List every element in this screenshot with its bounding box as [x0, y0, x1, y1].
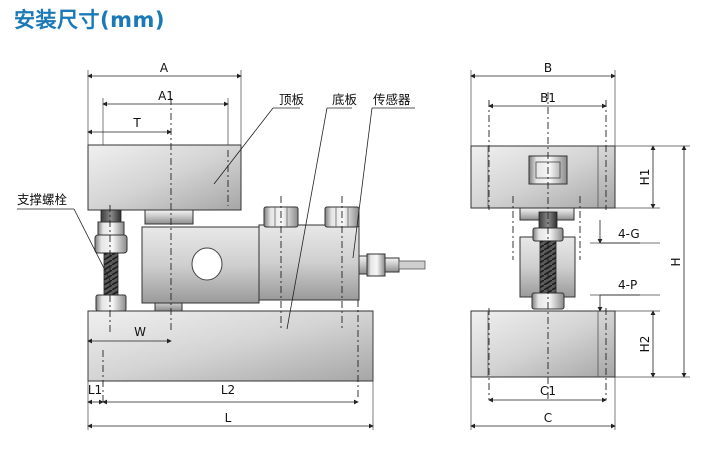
dim-label-l2: L2 [221, 383, 235, 397]
callout-base-plate: 底板 [332, 92, 358, 107]
side-base-plate [470, 310, 616, 378]
dim-label-c1: C1 [540, 384, 556, 398]
dim-label-4p: 4-P [618, 278, 637, 292]
callout-support-bolt: 支撑螺栓 [17, 192, 68, 207]
base-plate [87, 310, 374, 382]
dim-label-a1: A1 [158, 89, 174, 103]
sensor-mount-block [258, 224, 360, 301]
page-title: 安装尺寸(mm) [14, 8, 165, 32]
top-spacer [144, 209, 194, 225]
dim-label-w: W [134, 325, 146, 339]
dim-label-h: H [669, 257, 683, 266]
front-view: A A1 T W L1 L2 L 顶板 底板 [17, 61, 426, 430]
dim-label-c: C [544, 411, 552, 425]
dim-label-l: L [225, 411, 232, 425]
support-bolt [94, 209, 128, 312]
dim-label-b1: B1 [540, 91, 556, 105]
dim-label-4g: 4-G [618, 227, 640, 241]
dim-label-h2: H2 [638, 336, 652, 353]
callout-sensor: 传感器 [373, 92, 411, 107]
callout-top-plate: 顶板 [279, 92, 305, 107]
top-plate [87, 144, 242, 211]
sensor-body [141, 226, 260, 304]
dim-label-h1: H1 [638, 169, 652, 186]
dim-label-l1: L1 [88, 383, 102, 397]
dim-label-b: B [544, 61, 552, 75]
dim-label-t: T [132, 116, 141, 130]
cable-connector [358, 253, 426, 277]
dim-label-a: A [160, 61, 169, 75]
sensor-hole [191, 247, 223, 281]
side-view: B B1 C1 C H1 H2 H 4-G 4- [470, 61, 690, 430]
